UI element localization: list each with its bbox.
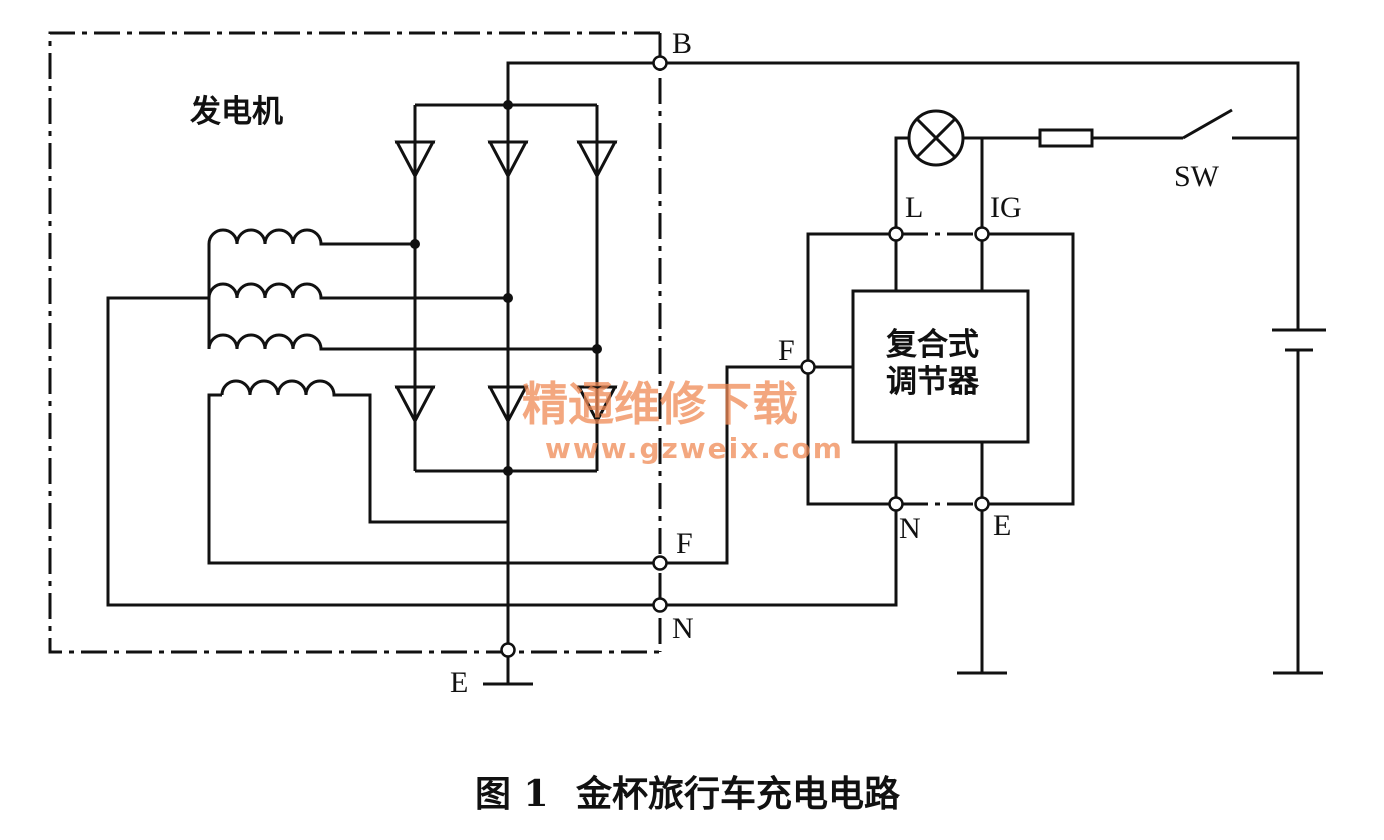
battery: [1272, 328, 1326, 675]
stator-windings: [106, 228, 660, 607]
terminal-reg-n: [888, 496, 904, 512]
generator-housing: [48, 31, 660, 654]
neutral-wire: [666, 510, 898, 607]
label-reg-n: N: [899, 512, 921, 545]
label-reg-e: E: [993, 509, 1011, 542]
regulator-label-line1: 复合式: [886, 327, 979, 363]
watermark-url: www.gzweix.com: [545, 432, 844, 465]
terminal-f: [652, 555, 668, 571]
fuse: [1038, 128, 1094, 148]
label-e: E: [450, 666, 468, 699]
terminal-reg-f: [800, 359, 816, 375]
field-wire: [666, 365, 808, 565]
label-n: N: [672, 612, 694, 645]
b-plus-wire: [506, 61, 1300, 330]
caption-number: 图 1: [475, 773, 549, 815]
terminal-reg-e: [974, 496, 990, 512]
terminal-b: [652, 55, 668, 71]
generator-label: 发电机: [189, 94, 283, 130]
charge-lamp: [894, 109, 1040, 228]
terminal-l: [888, 226, 904, 242]
label-reg-f: F: [778, 334, 795, 367]
terminal-e: [500, 642, 516, 658]
watermark-text: 精通维修下载: [522, 377, 798, 431]
field-winding: [207, 379, 660, 565]
caption-title: 金杯旅行车充电电路: [575, 773, 901, 815]
label-l: L: [905, 191, 923, 224]
label-f: F: [676, 527, 693, 560]
terminal-n: [652, 597, 668, 613]
rectifier-bridge: [393, 100, 619, 476]
regulator-label-line2: 调节器: [886, 364, 980, 400]
regulator-assembly: [800, 226, 1075, 512]
ignition-switch: [1182, 108, 1298, 140]
label-ig: IG: [990, 191, 1022, 224]
label-b: B: [672, 27, 692, 60]
terminal-ig: [974, 226, 990, 242]
switch-label: SW: [1174, 160, 1220, 193]
